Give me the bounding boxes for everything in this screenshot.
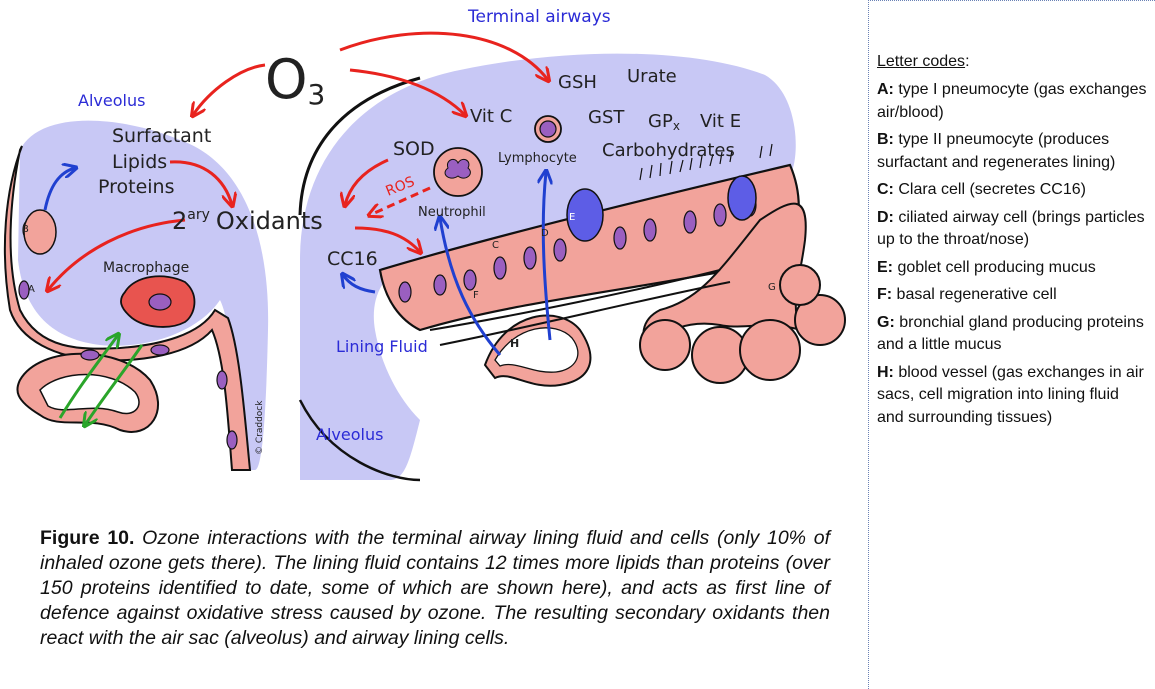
carbohydrates-label: Carbohydrates bbox=[602, 140, 735, 161]
figure-caption: Figure 10. Ozone interactions with the t… bbox=[40, 526, 830, 651]
legend-item-code: D: bbox=[877, 209, 894, 226]
legend-item: G: bronchial gland producing proteins an… bbox=[877, 312, 1149, 357]
cell-f-label: F bbox=[473, 290, 479, 301]
legend-item: C: Clara cell (secretes CC16) bbox=[877, 179, 1149, 202]
cell-e-label: E bbox=[569, 212, 575, 223]
cell-h-label: H bbox=[510, 337, 519, 350]
cell-g-label: G bbox=[768, 282, 776, 293]
legend-item-code: F: bbox=[877, 286, 892, 303]
alveolus-top-label: Alveolus bbox=[78, 91, 145, 110]
legend-item-text: type I pneumocyte (gas exchanges air/blo… bbox=[877, 81, 1146, 121]
legend-item: A: type I pneumocyte (gas exchanges air/… bbox=[877, 79, 1149, 124]
legend-item-code: G: bbox=[877, 314, 895, 331]
legend-item-text: blood vessel (gas exchanges in air sacs,… bbox=[877, 364, 1144, 426]
legend-item-text: type II pneumocyte (produces surfactant … bbox=[877, 131, 1115, 171]
legend-item-text: goblet cell producing mucus bbox=[893, 259, 1096, 276]
figure-number: Figure 10. bbox=[40, 527, 134, 549]
legend-title-suffix: : bbox=[965, 53, 969, 71]
legend-item-code: E: bbox=[877, 259, 893, 276]
surfactant-label: Surfactant bbox=[112, 125, 211, 147]
lipids-label: Lipids bbox=[112, 151, 167, 173]
ozone-airway-diagram: O3 Terminal airways Alveolus Alveolus Li… bbox=[0, 0, 860, 520]
legend-item-text: Clara cell (secretes CC16) bbox=[894, 181, 1086, 198]
vite-label: Vit E bbox=[700, 111, 741, 132]
urate-label: Urate bbox=[627, 66, 677, 87]
letter-codes-legend: Letter codes: A: type I pneumocyte (gas … bbox=[868, 0, 1155, 689]
legend-item-text: bronchial gland producing proteins and a… bbox=[877, 314, 1144, 354]
vitc-label: Vit C bbox=[470, 106, 512, 127]
legend-item-text: basal regenerative cell bbox=[892, 286, 1057, 303]
caption-text: Ozone interactions with the terminal air… bbox=[40, 527, 830, 649]
terminal-airways-label: Terminal airways bbox=[467, 7, 611, 27]
o3-to-alveolus-arrow bbox=[193, 65, 265, 115]
legend-item-code: H: bbox=[877, 364, 894, 381]
macrophage-label: Macrophage bbox=[103, 260, 189, 276]
legend-item: B: type II pneumocyte (produces surfacta… bbox=[877, 129, 1149, 174]
legend-item: D: ciliated airway cell (brings particle… bbox=[877, 207, 1149, 252]
legend-item: F: basal regenerative cell bbox=[877, 284, 1149, 307]
cell-d-label: D bbox=[541, 228, 549, 239]
gsh-label: GSH bbox=[558, 72, 597, 93]
legend-title: Letter codes bbox=[877, 53, 965, 70]
cc16-label: CC16 bbox=[327, 248, 378, 270]
legend-item-code: A: bbox=[877, 81, 894, 98]
legend-item-code: B: bbox=[877, 131, 894, 148]
legend-item-text: ciliated airway cell (brings particles u… bbox=[877, 209, 1145, 249]
alveolus-bottom-label: Alveolus bbox=[316, 425, 383, 444]
gst-label: GST bbox=[588, 107, 625, 128]
legend-item: E: goblet cell producing mucus bbox=[877, 257, 1149, 280]
lining-fluid-label: Lining Fluid bbox=[336, 337, 428, 356]
legend-item: H: blood vessel (gas exchanges in air sa… bbox=[877, 362, 1149, 430]
copyright-label: © Craddock bbox=[255, 400, 265, 455]
lymphocyte-label: Lymphocyte bbox=[498, 151, 577, 166]
neutrophil-label: Neutrophil bbox=[418, 205, 486, 220]
cell-a-label: A bbox=[28, 284, 35, 295]
cell-c-label: C bbox=[492, 240, 499, 251]
proteins-label: Proteins bbox=[98, 176, 175, 198]
o3-label: O3 bbox=[265, 48, 325, 111]
legend-item-code: C: bbox=[877, 181, 894, 198]
sod-label: SOD bbox=[393, 138, 435, 160]
cell-b-label: B bbox=[22, 224, 29, 235]
